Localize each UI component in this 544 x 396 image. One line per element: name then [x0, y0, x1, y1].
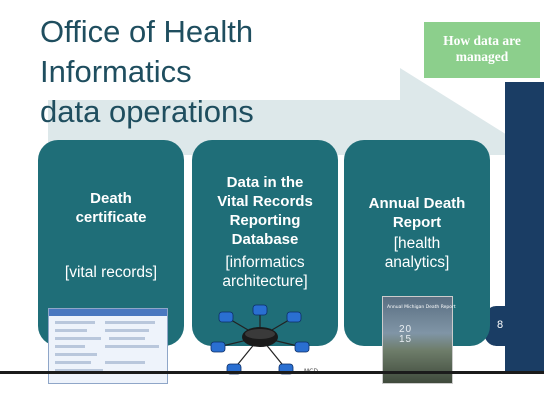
- form-row: [55, 361, 91, 364]
- database-icon: [210, 304, 310, 375]
- report-cover-year: 20 15: [399, 325, 412, 345]
- card-title: Death certificate: [38, 189, 184, 227]
- form-row: [55, 321, 95, 324]
- page-number: 8: [496, 319, 504, 331]
- card-title-line: Reporting: [229, 212, 301, 229]
- form-row: [105, 329, 149, 332]
- form-row: [109, 337, 145, 340]
- card-subtitle: [health analytics]: [344, 234, 490, 272]
- window-titlebar: [49, 309, 167, 316]
- card-subtitle-line: architecture]: [222, 273, 308, 290]
- section-badge: How data are managed: [424, 22, 540, 78]
- form-row: [55, 353, 97, 356]
- card-subtitle: [informatics architecture]: [192, 253, 338, 291]
- card-title-line: Death: [90, 190, 132, 207]
- card-subtitle-line: [vital records]: [64, 264, 158, 281]
- bottom-rule: [0, 371, 544, 374]
- card-title: Annual Death Report: [344, 194, 490, 232]
- process-arrow-shape: [48, 68, 512, 155]
- form-row: [55, 369, 103, 372]
- card-title-line: Vital Records: [217, 193, 313, 210]
- card-title-line: Annual Death: [368, 195, 466, 212]
- badge-line-1: How data are: [443, 33, 521, 48]
- badge-line-2: managed: [455, 49, 509, 64]
- card-title-line: Database: [231, 231, 299, 248]
- card-title-line: certificate: [75, 209, 147, 226]
- report-year-bottom: 15: [399, 334, 413, 345]
- title-line-1: Office of Health Informatics: [40, 14, 254, 89]
- title-line-2: data operations: [40, 94, 254, 129]
- slide-title: Office of Health Informatics data operat…: [40, 12, 400, 132]
- form-row: [105, 361, 145, 364]
- card-subtitle-line: [health: [393, 235, 441, 252]
- form-row: [55, 329, 87, 332]
- card-title-line: Data in the: [226, 174, 304, 191]
- form-row: [105, 321, 155, 324]
- card-subtitle-line: analytics]: [384, 254, 450, 271]
- form-row: [105, 345, 159, 348]
- card-title: Data in the Vital Records Reporting Data…: [192, 173, 338, 249]
- card-title-line: Report: [392, 214, 442, 231]
- form-row: [55, 345, 85, 348]
- report-cover-heading: Annual Michigan Death Report: [387, 305, 456, 310]
- form-row: [55, 337, 101, 340]
- report-year-top: 20: [399, 324, 413, 335]
- database-network-image: [210, 304, 310, 375]
- card-subtitle: [vital records]: [38, 263, 184, 282]
- card-vital-records-database: Data in the Vital Records Reporting Data…: [192, 140, 338, 346]
- annual-report-cover-image: Annual Michigan Death Report 20 15: [382, 296, 456, 384]
- card-subtitle-line: [informatics: [225, 254, 305, 271]
